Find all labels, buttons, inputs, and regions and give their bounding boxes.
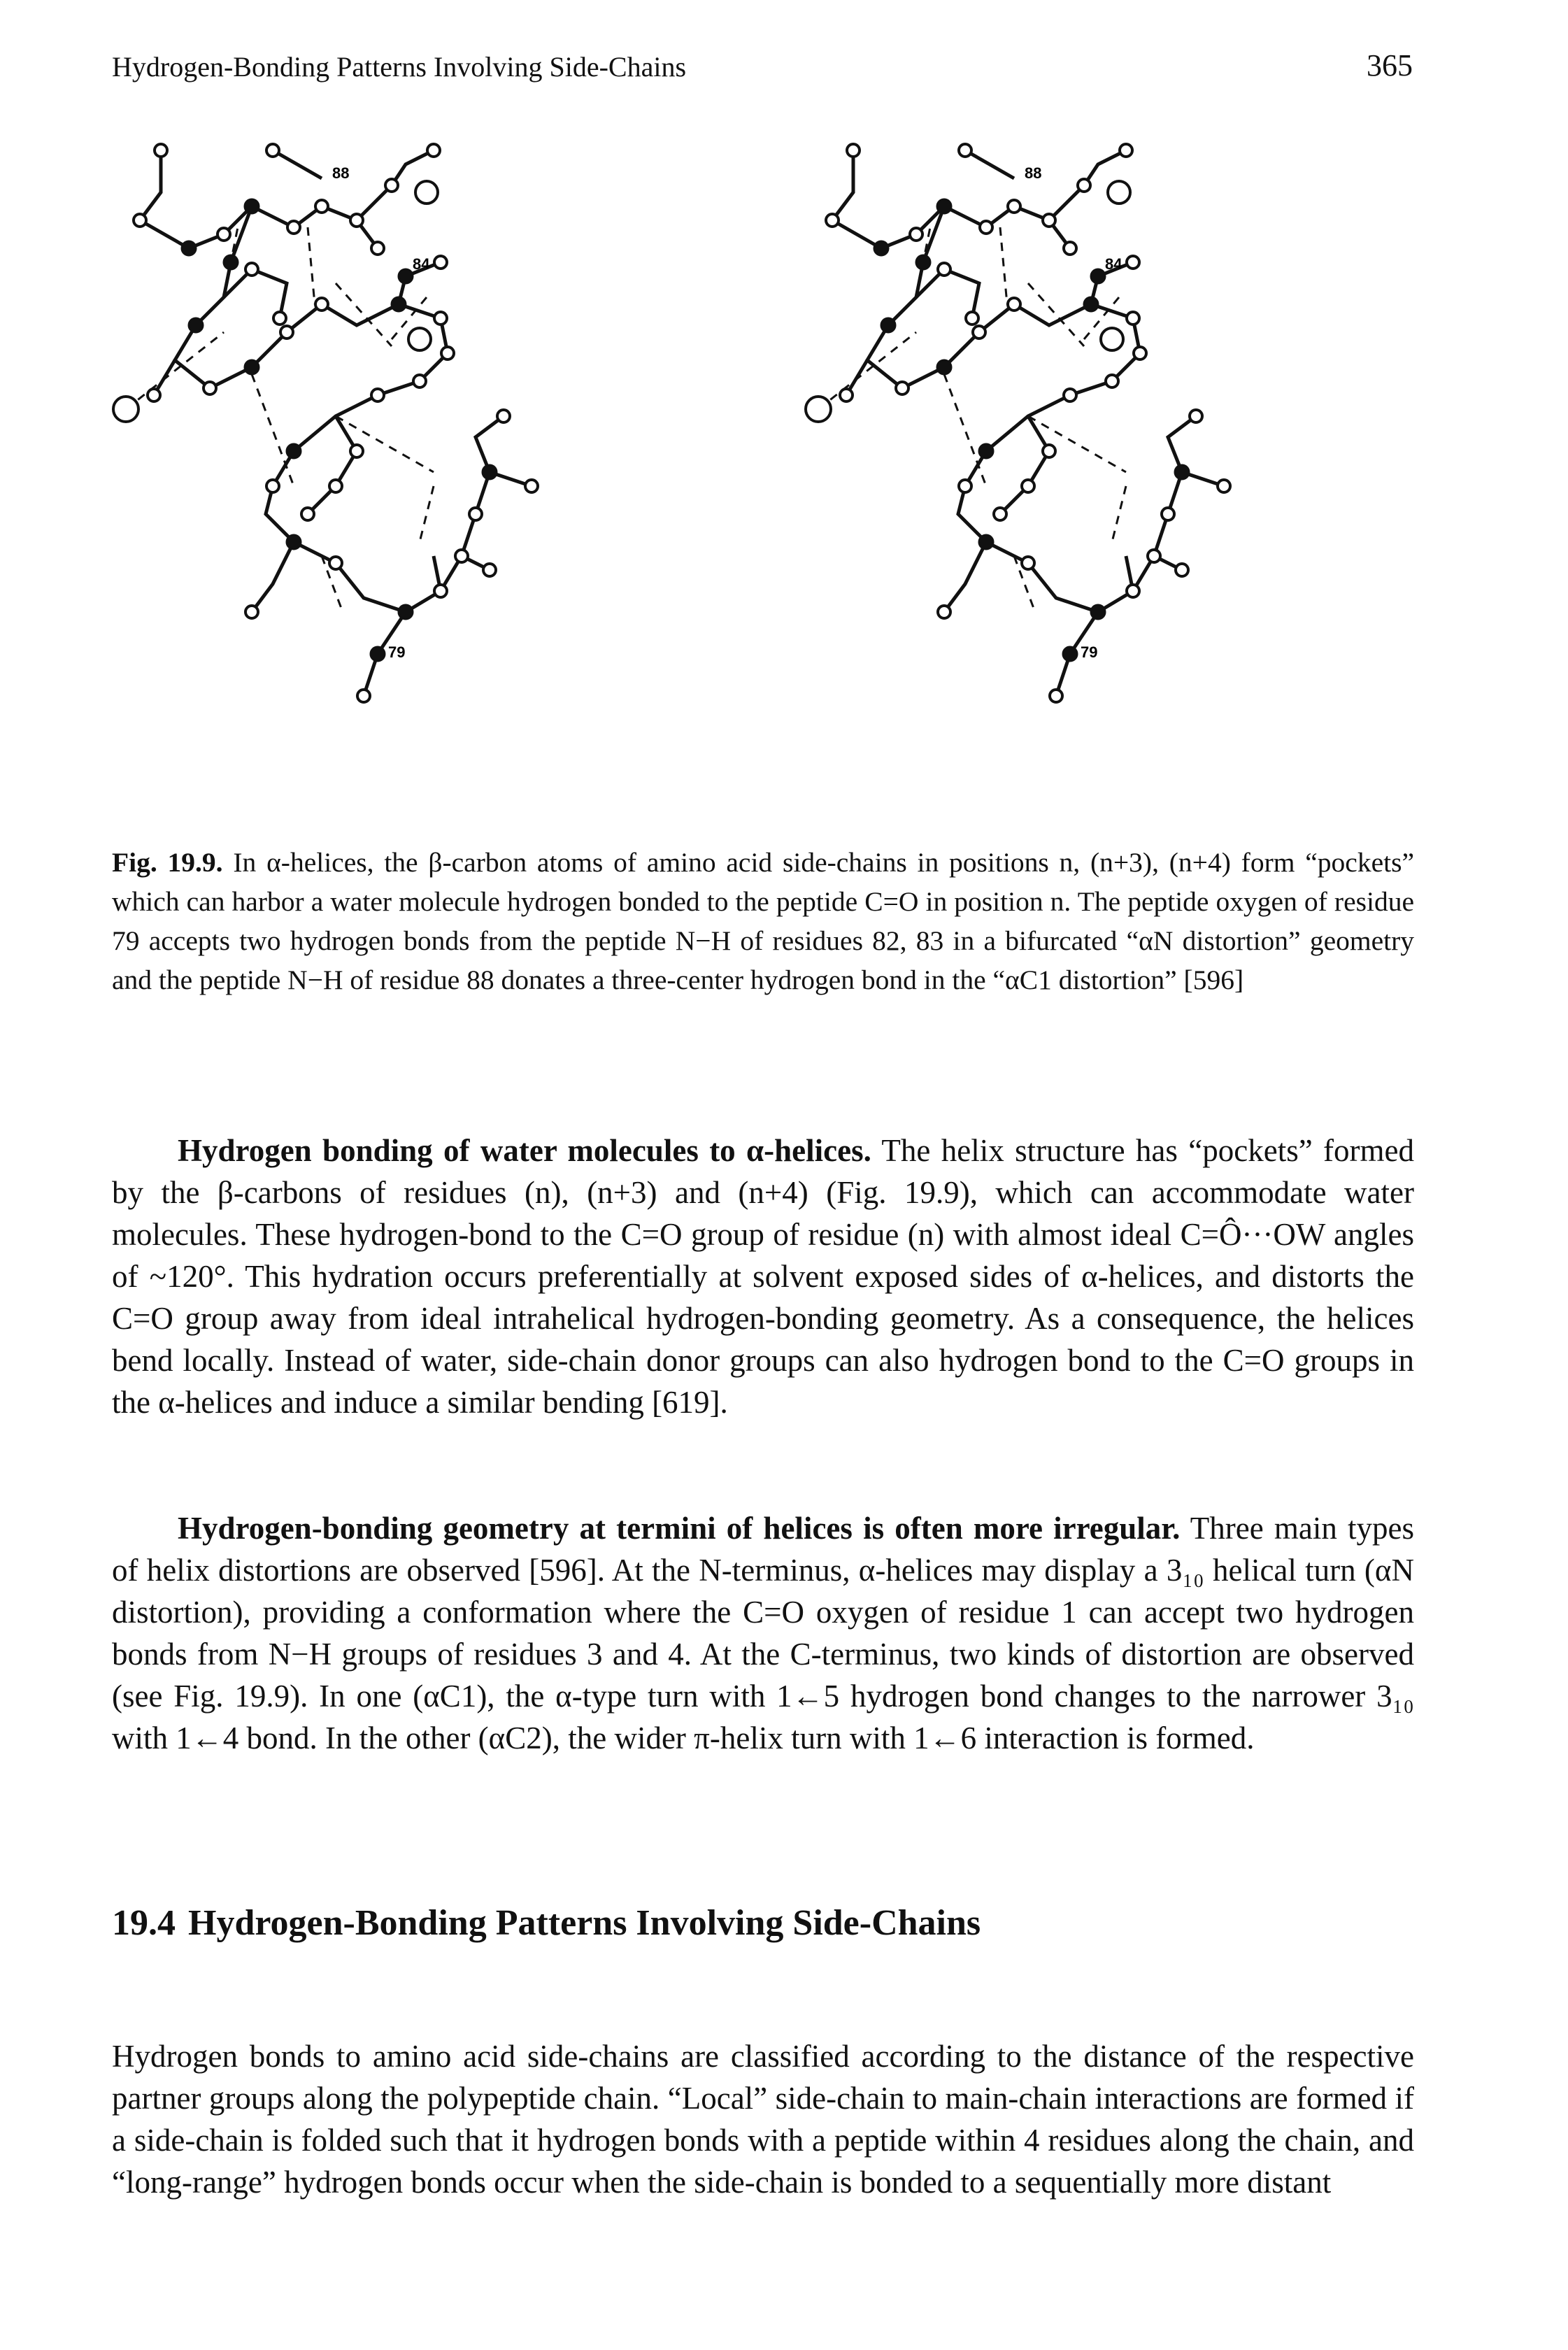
residue-label-79: 79 — [388, 643, 405, 661]
paragraph-text: Three main types of helix distortions ar… — [112, 1511, 1414, 1756]
paragraph-water-helices: Hydrogen bonding of water molecules to α… — [112, 1130, 1414, 1423]
residue-label-84: 84 — [1105, 255, 1122, 273]
section-title: Hydrogen-Bonding Patterns Involving Side… — [188, 1903, 981, 1943]
running-head: Hydrogen-Bonding Patterns Involving Side… — [112, 51, 687, 83]
residue-label-84: 84 — [413, 255, 430, 273]
residue-label-79: 79 — [1081, 643, 1097, 661]
page-number: 365 — [1367, 48, 1413, 83]
paragraph-helix-termini: Hydrogen-bonding geometry at termini of … — [112, 1507, 1414, 1759]
stereo-left-view: 88 84 79 — [113, 144, 538, 702]
figure-label: Fig. 19.9. — [112, 847, 223, 878]
paragraph-text: The helix structure has “pockets” formed… — [112, 1133, 1414, 1420]
residue-label-88: 88 — [1025, 164, 1041, 182]
figure-caption: Fig. 19.9. In α-helices, the β-carbon at… — [112, 843, 1414, 999]
paragraph-side-chain-classification: Hydrogen bonds to amino acid side-chains… — [112, 2039, 1414, 2200]
caption-text: In α-helices, the β-carbon atoms of amin… — [112, 847, 1414, 995]
section-number: 19.4 — [112, 1903, 176, 1943]
section-heading: 19.4 Hydrogen-Bonding Patterns Involving … — [112, 1902, 981, 1944]
residue-label-88: 88 — [332, 164, 349, 182]
stereo-helix-figure: 88 84 79 88 84 79 — [112, 122, 1413, 822]
run-in-heading: Hydrogen-bonding geometry at termini of … — [178, 1511, 1181, 1546]
run-in-heading: Hydrogen bonding of water molecules to α… — [178, 1133, 871, 1168]
stereo-helix-diagram: 88 84 79 88 84 79 — [112, 122, 1413, 822]
stereo-right-view: 88 84 79 — [806, 144, 1230, 702]
